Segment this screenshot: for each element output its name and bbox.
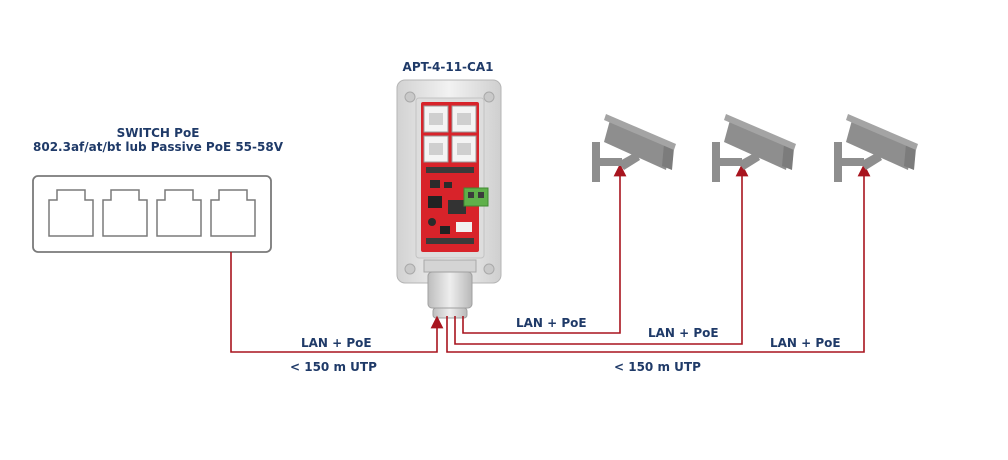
camera3-link-label: LAN + PoE <box>770 336 841 350</box>
switch-ports <box>48 189 256 237</box>
device-to-camera3-line <box>446 163 871 353</box>
switch-port <box>156 189 202 237</box>
switch-port <box>210 189 256 237</box>
pcb-board <box>421 102 479 252</box>
device-model-label: APT-4-11-CA1 <box>402 60 494 74</box>
poe-switch <box>32 175 272 253</box>
switch-port <box>102 189 148 237</box>
camera1-link-label: LAN + PoE <box>516 316 587 330</box>
cameras <box>592 114 918 182</box>
cctv-camera-icon <box>834 114 918 182</box>
camera2-link-label: LAN + PoE <box>648 326 719 340</box>
device-to-camera2-line <box>454 163 749 345</box>
cctv-camera-icon <box>592 114 676 182</box>
switch-port <box>48 189 94 237</box>
switch-title-line1: SWITCH PoE <box>116 126 200 140</box>
device-to-camera1-line <box>462 163 627 334</box>
switch-title: SWITCH PoE 802.3af/at/bt lub Passive PoE… <box>33 126 283 154</box>
power-terminal <box>463 187 489 207</box>
left-distance-label: < 150 m UTP <box>290 360 377 374</box>
switch-to-device-line <box>230 252 444 353</box>
switch-title-line2: 802.3af/at/bt lub Passive PoE 55-58V <box>33 140 283 154</box>
cctv-camera-icon <box>712 114 796 182</box>
cable-gland <box>423 259 477 319</box>
left-link-label: LAN + PoE <box>301 336 372 350</box>
right-distance-label: < 150 m UTP <box>614 360 701 374</box>
apt-enclosure <box>396 79 502 319</box>
connection-lines <box>230 163 871 353</box>
